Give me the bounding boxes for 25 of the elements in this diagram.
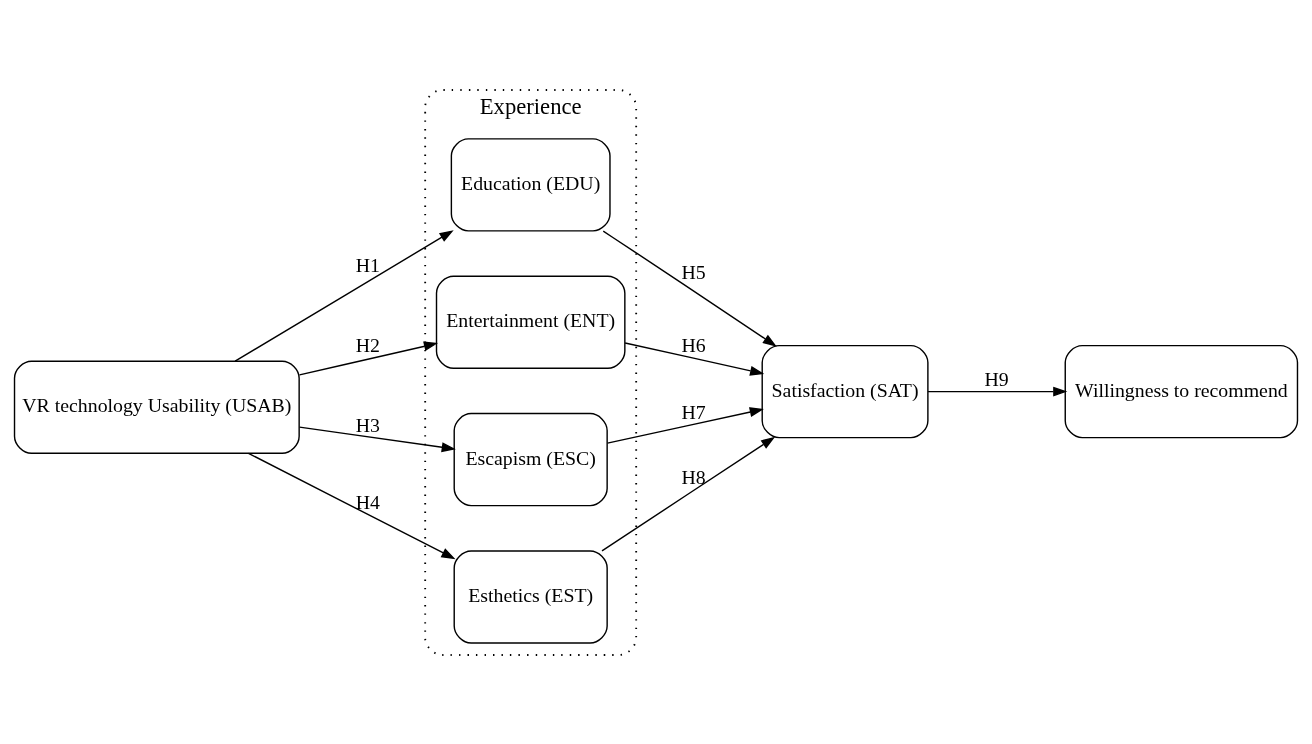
arrow <box>624 341 765 376</box>
node-box: Esthetics (EST) <box>453 549 608 644</box>
edge-label: H3 <box>355 413 380 436</box>
node-box: Education (EDU) <box>450 137 611 232</box>
arrow <box>298 425 456 452</box>
arrow <box>927 386 1068 397</box>
edge-label: H4 <box>355 490 380 513</box>
node-box: Entertainment (ENT) <box>435 275 626 369</box>
edge-label: H9 <box>984 367 1009 390</box>
node-box: VR technology Usability (USAB) <box>13 359 300 454</box>
arrow <box>601 436 776 552</box>
edge-label: H2 <box>355 333 380 356</box>
node-box: Satisfaction (SAT) <box>761 344 929 438</box>
arrow <box>247 452 456 559</box>
edge-label: H8 <box>681 465 706 488</box>
edge-label: H1 <box>355 253 380 276</box>
arrow <box>606 406 764 444</box>
node-box: Escapism (ESC) <box>453 412 608 506</box>
arrow <box>602 230 777 347</box>
arrow <box>234 229 454 362</box>
edge-label: H5 <box>681 260 706 283</box>
edge-label: H6 <box>681 333 706 356</box>
node-box: Willingness to recommend <box>1064 344 1299 438</box>
arrow <box>298 340 439 376</box>
edge-label: H7 <box>681 400 706 423</box>
